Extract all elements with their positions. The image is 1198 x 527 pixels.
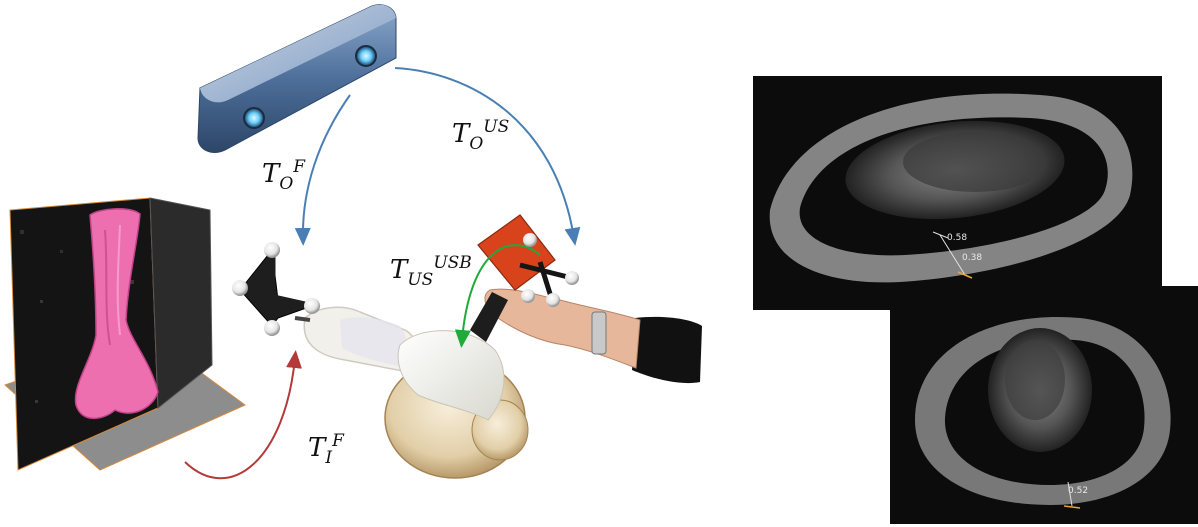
femur-specimen [304, 307, 528, 478]
optical-tracking-camera [198, 5, 396, 153]
marker-sphere [232, 280, 248, 296]
hand [485, 289, 640, 368]
ultrasound-probe-with-hand [470, 215, 702, 383]
marker-sphere [523, 233, 537, 247]
ultrasound-image-top: 0.58 0.38 [753, 76, 1162, 310]
camera-lens-right [356, 46, 376, 66]
measure-top-a: 0.58 [947, 233, 967, 243]
marker-sphere [565, 271, 579, 285]
marker-sphere [546, 293, 560, 307]
label-ti-f: TIF [308, 431, 345, 468]
bone-model-3d [5, 198, 245, 470]
marker-sphere [304, 298, 320, 314]
watch [592, 312, 606, 354]
arrow-to-us [395, 68, 574, 238]
label-tus-usb: TUSUSB [390, 253, 472, 290]
label-to-us: TOUS [452, 117, 509, 154]
label-to-f: TOF [262, 157, 306, 194]
sleeve [632, 317, 702, 383]
camera-lens-left [244, 108, 264, 128]
marker-sphere [264, 242, 280, 258]
measure-bottom-a: 0.52 [1068, 486, 1088, 496]
marker-sphere [521, 289, 535, 303]
marker-sphere [264, 320, 280, 336]
ultrasound-image-bottom: 0.52 [890, 286, 1198, 524]
measure-top-b: 0.38 [962, 253, 982, 263]
arrow-to-f [303, 95, 350, 238]
